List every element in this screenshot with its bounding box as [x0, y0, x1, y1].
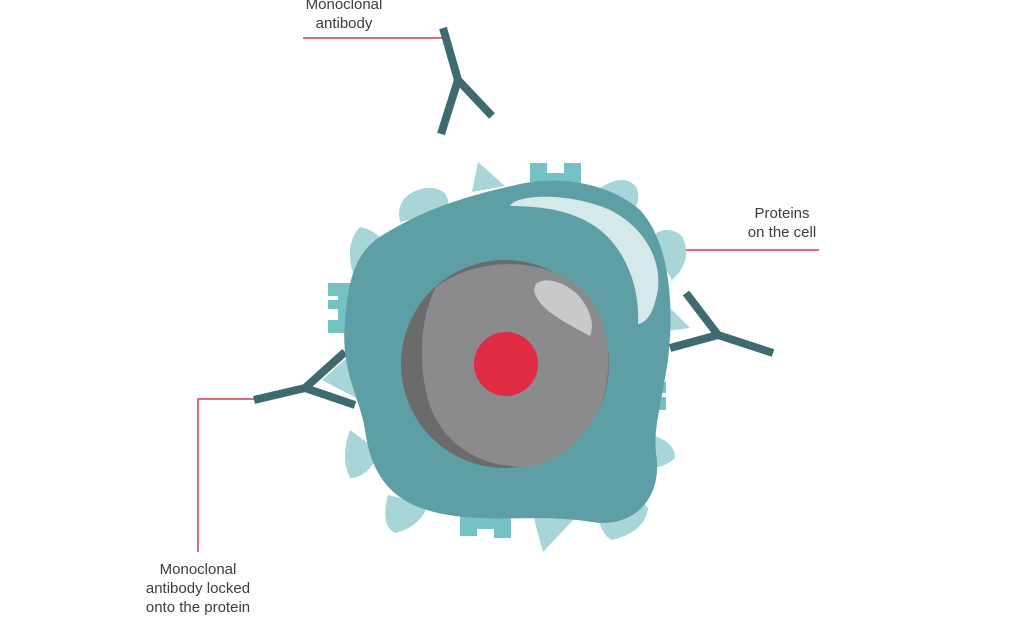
label-line: on the cell: [747, 224, 817, 241]
label-line: Proteins: [754, 205, 810, 222]
nucleolus: [474, 332, 538, 396]
receptor-protein-bottom: [460, 516, 511, 538]
label-line: onto the protein: [145, 599, 251, 616]
nucleus-highlight: [534, 280, 592, 336]
receptor-protein-left: [328, 283, 350, 333]
receptor-protein-top: [530, 163, 581, 185]
label-proteins-on-cell: Proteins on the cell: [722, 204, 842, 242]
protein-spike: [533, 515, 575, 552]
leader-lines: [197, 37, 819, 552]
protein-spike: [472, 162, 505, 192]
label-antibody-locked: Monoclonal antibody locked onto the prot…: [130, 560, 266, 617]
nucleus: [401, 260, 609, 468]
locked-antibody-right: [668, 290, 775, 357]
free-antibody-top: [437, 26, 495, 136]
label-monoclonal-antibody: Monoclonal antibody: [284, 0, 404, 33]
cell-highlight: [510, 196, 659, 324]
leader-line-locked: [197, 398, 255, 552]
locked-antibody-left: [253, 349, 357, 409]
label-line: Monoclonal: [305, 0, 383, 13]
label-line: antibody: [315, 15, 373, 32]
label-line: Monoclonal: [159, 561, 237, 578]
label-line: antibody locked: [145, 580, 251, 597]
protein-spike: [345, 430, 380, 478]
